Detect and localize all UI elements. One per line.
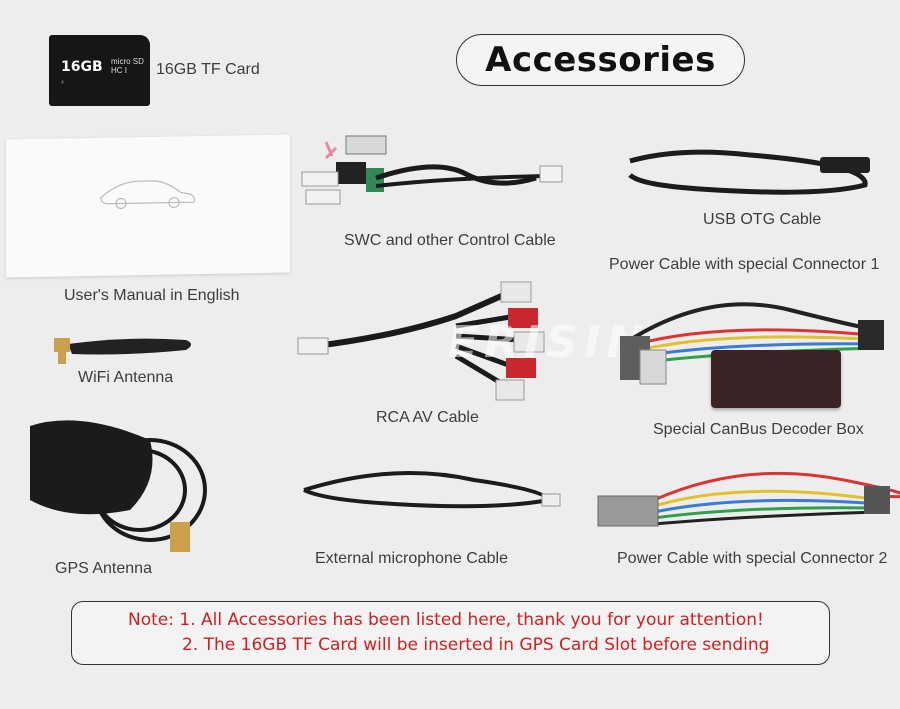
user-manual-image	[6, 134, 290, 278]
label-canbus-box: Special CanBus Decoder Box	[653, 421, 864, 438]
label-rca-cable: RCA AV Cable	[376, 409, 479, 426]
sd-card-class: 4	[61, 80, 64, 86]
rca-cable-image	[297, 281, 545, 401]
label-microphone-cable: External microphone Cable	[315, 550, 508, 567]
canbus-decoder-box-image	[711, 350, 841, 408]
swc-cable-image	[301, 135, 563, 205]
power-cable-2-image	[597, 471, 900, 527]
car-outline-icon	[100, 180, 196, 210]
page-title: Accessories	[456, 34, 745, 86]
label-power-cable-2: Power Cable with special Connector 2	[617, 550, 888, 567]
microphone-cable-image	[303, 471, 561, 509]
label-swc-cable: SWC and other Control Cable	[344, 232, 556, 249]
note-box: Note: 1. All Accessories has been listed…	[71, 601, 830, 665]
brand-watermark: ERISIN	[448, 317, 650, 368]
label-usb-cable: USB OTG Cable	[703, 211, 822, 228]
label-manual: User's Manual in English	[64, 287, 240, 304]
note-line-2: 2. The 16GB TF Card will be inserted in …	[182, 635, 770, 655]
label-power-cable-1: Power Cable with special Connector 1	[609, 256, 880, 273]
sd-card-image: 16GB micro SD HC I 4	[49, 35, 150, 106]
gps-antenna-image	[30, 420, 207, 552]
usb-cable-image	[628, 149, 870, 195]
power-cable-1-image	[620, 302, 884, 385]
sd-card-capacity: 16GB	[61, 59, 103, 75]
note-line-1: Note: 1. All Accessories has been listed…	[128, 610, 764, 630]
label-sd-card: 16GB TF Card	[156, 61, 260, 78]
label-wifi-antenna: WiFi Antenna	[78, 369, 174, 386]
wifi-antenna-image	[54, 338, 191, 364]
label-gps-antenna: GPS Antenna	[55, 560, 152, 577]
sd-card-logo: micro SD HC I	[111, 57, 144, 75]
